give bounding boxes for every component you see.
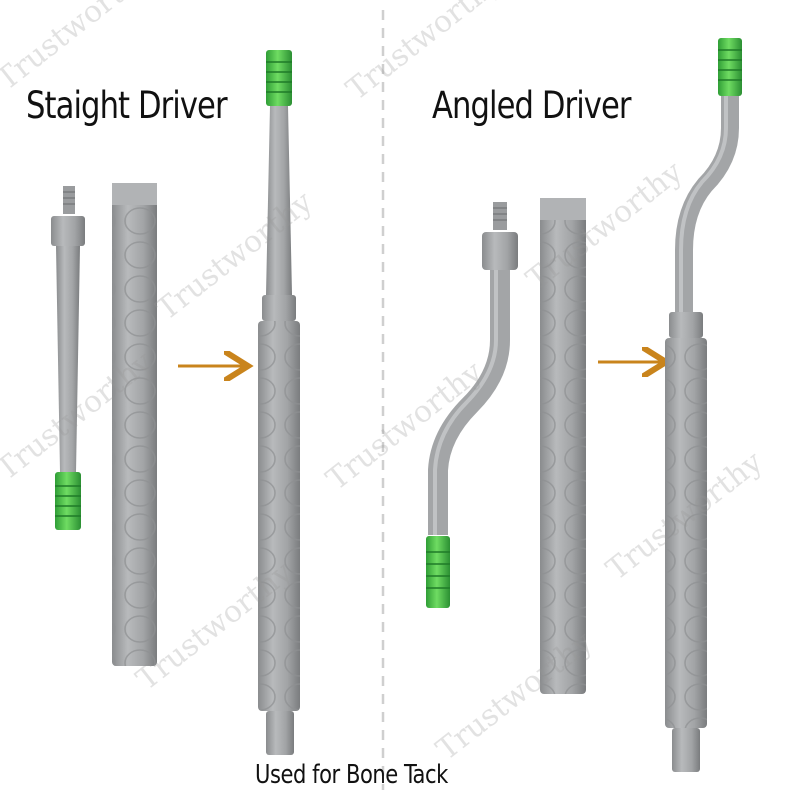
usage-caption: Used for Bone Tack	[255, 760, 448, 790]
straight-driver-assembled	[258, 50, 300, 755]
angled-handle-part	[540, 198, 586, 694]
straight-handle-part	[112, 183, 157, 666]
angled-driver-assembled	[665, 38, 742, 772]
straight-shaft-part	[51, 186, 85, 530]
straight-driver-title: Staight Driver	[26, 84, 228, 127]
angled-driver-title: Angled Driver	[432, 84, 632, 127]
angled-shaft-part	[426, 202, 518, 608]
